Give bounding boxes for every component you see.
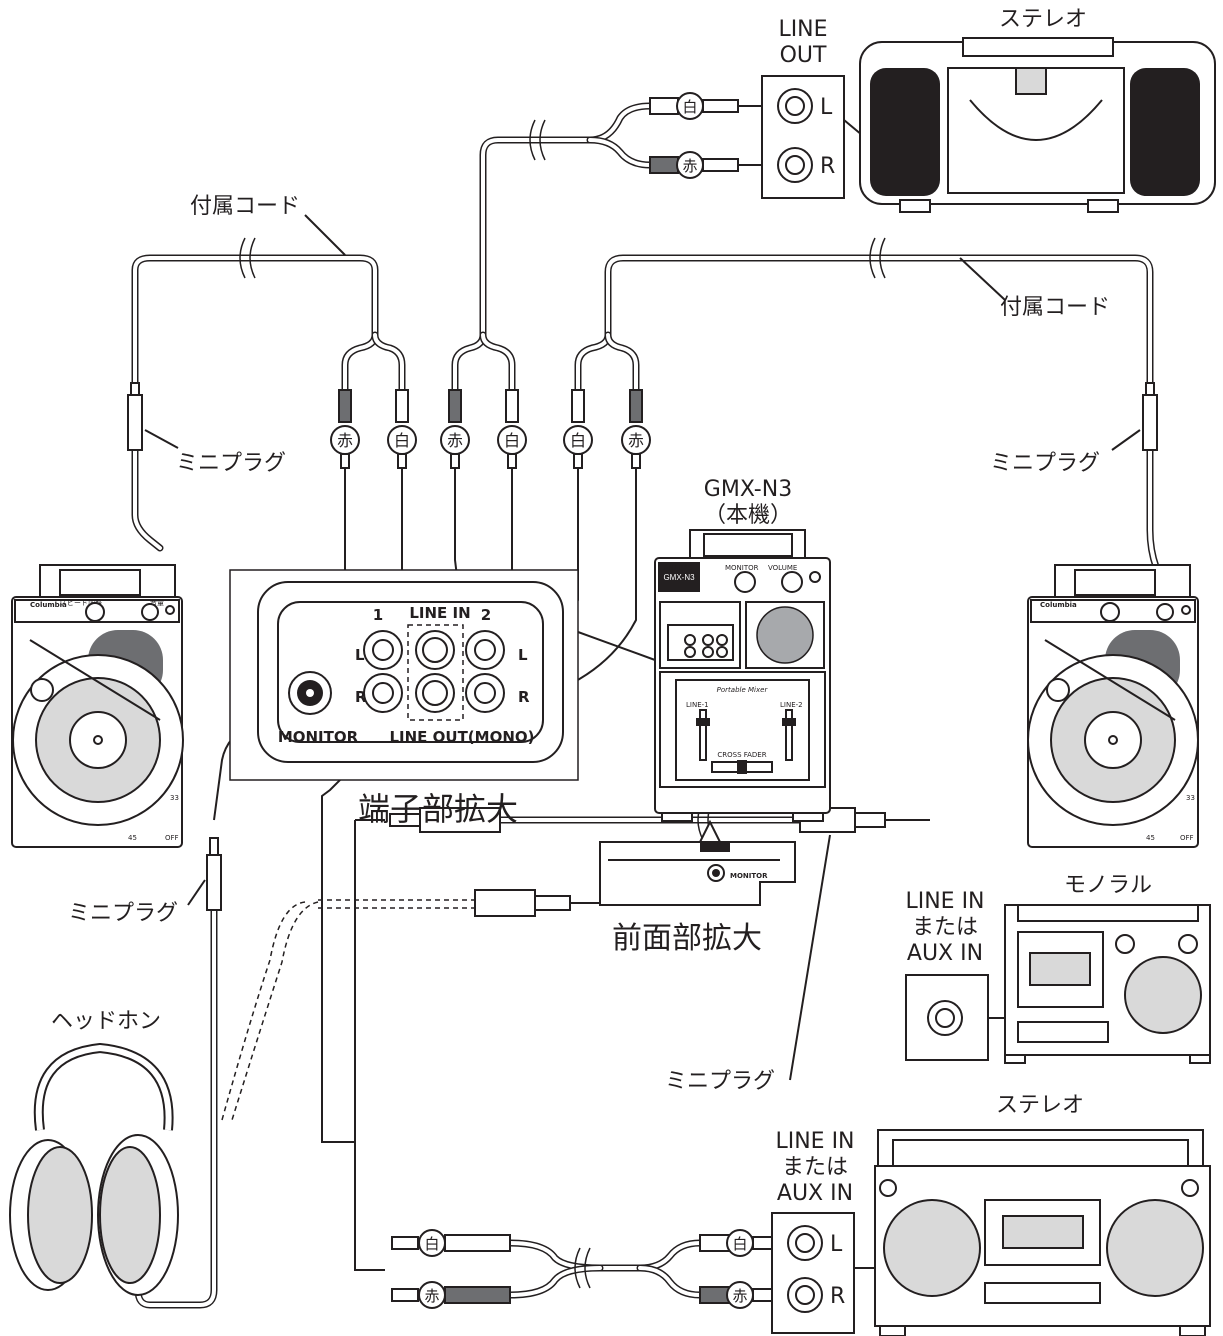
svg-text:赤: 赤 — [447, 431, 463, 450]
svg-text:MONITOR: MONITOR — [278, 728, 359, 746]
rca-plug-white-1: 白 — [387, 389, 417, 469]
svg-text:2: 2 — [481, 606, 491, 624]
rca-plugs-top: 赤 白 赤 白 白 赤 — [330, 389, 651, 469]
svg-text:白: 白 — [682, 98, 697, 116]
break-marks — [239, 119, 886, 1289]
svg-text:LINE: LINE — [778, 17, 827, 42]
terminal-panel-title: 端子部拡大 — [358, 790, 518, 828]
svg-text:モノラル: モノラル — [1064, 873, 1152, 898]
svg-text:33: 33 — [170, 794, 179, 802]
svg-text:LINE-2: LINE-2 — [780, 701, 803, 709]
mini-plug-front — [474, 889, 600, 917]
svg-text:赤: 赤 — [682, 157, 697, 175]
rca-plug-red-3: 赤 — [621, 389, 651, 469]
svg-text:GMX-N3: GMX-N3 — [663, 573, 695, 582]
svg-text:R: R — [820, 154, 835, 179]
svg-text:LINE-1: LINE-1 — [686, 701, 709, 709]
svg-text:（本機）: （本機） — [704, 503, 792, 528]
svg-text:ヘッドホン: ヘッドホン — [51, 1009, 161, 1034]
stereo-top-label: ステレオ — [999, 7, 1087, 32]
stereo-top: ステレオ — [859, 7, 1216, 213]
svg-text:1: 1 — [373, 606, 383, 624]
svg-text:OFF: OFF — [165, 834, 179, 842]
mini-plug-label-1: ミニプラグ — [176, 451, 286, 476]
svg-text:Portable Mixer: Portable Mixer — [717, 686, 769, 694]
svg-text:L: L — [830, 1232, 843, 1257]
svg-text:OFF: OFF — [1180, 834, 1194, 842]
svg-text:音量: 音量 — [150, 598, 164, 607]
svg-text:33: 33 — [1186, 794, 1195, 802]
front-panel-title: 前面部拡大 — [612, 921, 762, 956]
svg-text:スピード調整: スピード調整 — [60, 598, 102, 607]
svg-text:白: 白 — [424, 1235, 439, 1253]
svg-text:L: L — [518, 646, 528, 664]
svg-text:LINE OUT(MONO): LINE OUT(MONO) — [389, 728, 534, 746]
svg-text:L: L — [820, 95, 833, 120]
rca-plug-white-2: 白 — [497, 389, 527, 469]
svg-text:L: L — [355, 646, 365, 664]
stereo-top-plugs: 白 赤 — [649, 92, 762, 179]
svg-text:LINE IN: LINE IN — [905, 889, 984, 914]
svg-text:Columbia: Columbia — [30, 601, 67, 609]
svg-text:LINE IN: LINE IN — [775, 1129, 854, 1154]
front-panel: MONITOR 前面部拡大 — [599, 841, 796, 956]
svg-text:白: 白 — [394, 431, 410, 450]
svg-text:R: R — [830, 1284, 845, 1309]
mono-jack-box: LINE IN または AUX IN — [905, 889, 1005, 1061]
svg-text:白: 白 — [504, 431, 520, 450]
svg-text:VOLUME: VOLUME — [768, 564, 797, 572]
svg-text:または: または — [782, 1155, 848, 1180]
terminal-panel: 1 LINE IN 2 L R L R MONITOR LINE OUT(MON… — [229, 569, 656, 828]
svg-text:赤: 赤 — [732, 1287, 747, 1305]
svg-text:白: 白 — [732, 1235, 747, 1253]
mini-plug-label-4: ミニプラグ — [665, 1069, 775, 1094]
rca-plug-red-1: 赤 — [330, 389, 360, 469]
mini-plug-headphone — [206, 837, 222, 911]
gmx-n3-unit: GMX-N3 （本機） GMX-N3 ANABAS MONITOR VOLUME… — [654, 477, 831, 843]
svg-text:Columbia: Columbia — [1040, 601, 1077, 609]
mini-plug-left — [127, 382, 143, 451]
mono-radio: モノラル — [1004, 873, 1211, 1064]
stereo-top-jack-box: L R LINE OUT — [761, 17, 863, 199]
svg-text:赤: 赤 — [628, 431, 644, 450]
svg-text:AUX IN: AUX IN — [907, 941, 983, 966]
svg-text:ステレオ: ステレオ — [996, 1093, 1084, 1118]
rca-plug-red-2: 赤 — [440, 389, 470, 469]
attached-cord-label-left: 付属コード — [190, 194, 300, 219]
svg-text:または: または — [912, 915, 978, 940]
svg-text:45: 45 — [1146, 834, 1155, 842]
svg-text:ANABAS: ANABAS — [664, 564, 693, 572]
stereo-bottom-jack-box: LINE IN または AUX IN L R — [771, 1129, 875, 1334]
jacks — [363, 630, 505, 713]
rca-plug-white-3: 白 — [563, 389, 593, 469]
annotations: 付属コード 付属コード ミニプラグ ミニプラグ ミニプラグ ミニプラグ — [68, 194, 1141, 1094]
svg-text:LINE IN: LINE IN — [409, 604, 470, 622]
svg-text:CROSS FADER: CROSS FADER — [717, 751, 766, 759]
mini-plug-label-2: ミニプラグ — [990, 451, 1100, 476]
svg-text:白: 白 — [570, 431, 586, 450]
mini-plug-label-3: ミニプラグ — [68, 901, 178, 926]
svg-text:AUX IN: AUX IN — [777, 1181, 853, 1206]
svg-text:GMX-N3: GMX-N3 — [704, 477, 792, 502]
mini-plug-right — [1142, 382, 1158, 451]
svg-text:赤: 赤 — [424, 1287, 439, 1305]
turntable-left: Columbia スピード調整 音量 33 45 OFF — [11, 564, 184, 848]
stereo-bottom: ステレオ — [874, 1093, 1211, 1336]
svg-text:45: 45 — [128, 834, 137, 842]
turntable-right: Columbia 33 45 OFF — [1027, 564, 1199, 848]
svg-text:OUT: OUT — [780, 43, 827, 68]
attached-cord-label-right: 付属コード — [1000, 295, 1110, 320]
headphones: ヘッドホン — [9, 1009, 179, 1296]
svg-text:赤: 赤 — [337, 431, 353, 450]
svg-text:MONITOR: MONITOR — [730, 872, 768, 880]
svg-text:MONITOR: MONITOR — [725, 564, 759, 572]
svg-text:R: R — [518, 688, 530, 706]
